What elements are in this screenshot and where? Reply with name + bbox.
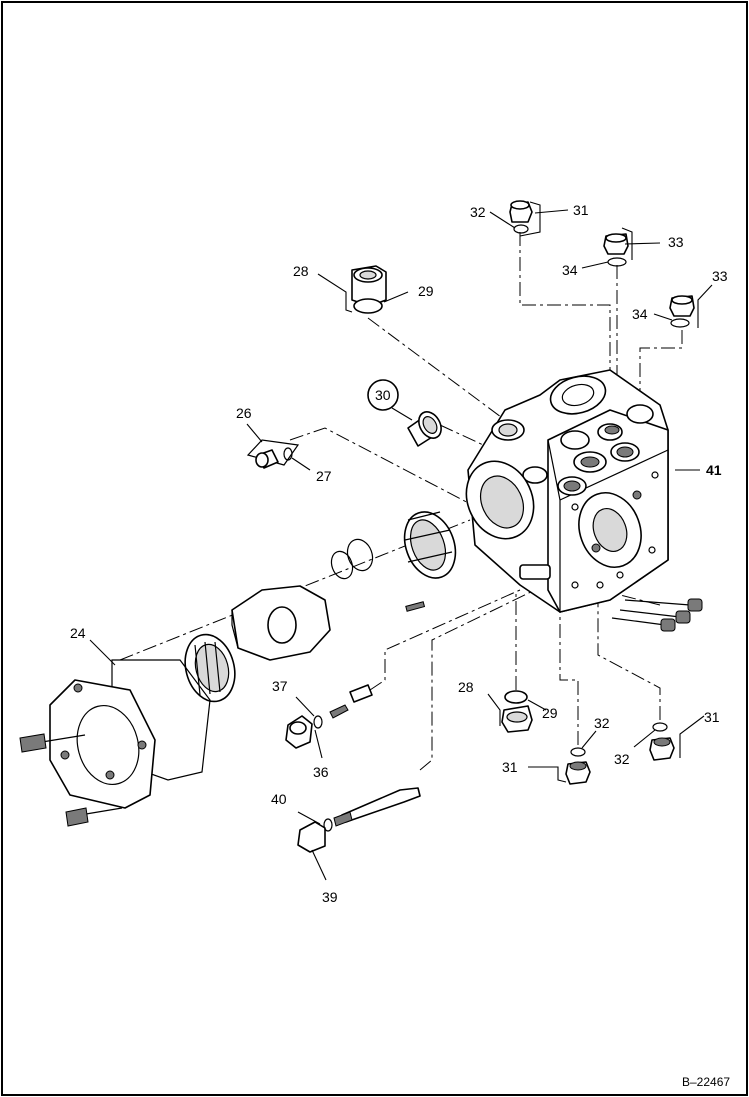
callout-28-upper: 28 [293,263,309,279]
callout-37: 37 [272,678,288,694]
callout-30: 30 [375,387,391,403]
right-plug-33-34 [653,284,713,328]
valve-36-37 [285,684,373,759]
plug-26-27 [246,423,311,471]
end-cover-24 [19,639,211,827]
assembly-centerlines [119,232,683,771]
callout-31-top: 31 [573,202,589,218]
callout-39: 39 [322,889,338,905]
callout-29-lower: 29 [542,705,558,721]
shaft-bearing [330,511,457,580]
callout-28-lower: 28 [458,679,474,695]
seal-ring [184,633,236,703]
callout-29-upper: 29 [418,283,434,299]
callout-33-top: 33 [668,234,684,250]
top-plug-31-32 [489,200,569,237]
drawing-reference-number: B–22467 [682,1075,730,1089]
callout-41: 41 [706,462,722,478]
callout-26: 26 [236,405,252,421]
callout-32-top: 32 [470,204,486,220]
plug-28-29-lower [487,690,547,733]
callout-32-lower-center: 32 [594,715,610,731]
top-plug-33-34 [581,227,661,269]
bearing-30 [367,379,442,447]
callout-34-right: 34 [632,306,648,322]
callout-34-top: 34 [562,262,578,278]
callout-31-lower-center: 31 [502,759,518,775]
callout-27: 27 [316,468,332,484]
plug-28-29-upper [317,265,409,314]
swash-plate [231,585,426,661]
callout-40: 40 [271,791,287,807]
callout-33-right: 33 [712,268,728,284]
valve-39-40 [297,787,421,881]
plug-31-32-lower-right [633,715,705,761]
callout-31-lower-right: 31 [704,709,720,725]
pump-housing [465,369,669,613]
callout-36: 36 [313,764,329,780]
callout-32-lower-right: 32 [614,751,630,767]
callout-24: 24 [70,625,86,641]
plug-31-32-lower-center [528,730,597,785]
housing-bolts [611,598,703,632]
